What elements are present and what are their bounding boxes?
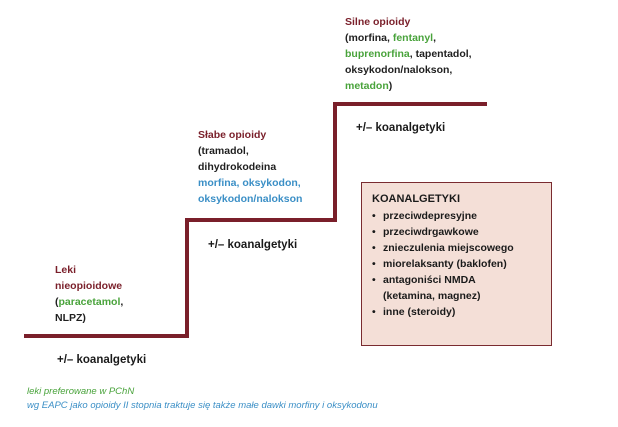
koanalgetyki-list: przeciwdepresyjne przeciwdrgawkowe zniec… bbox=[372, 208, 551, 320]
list-item: inne (steroidy) bbox=[372, 304, 551, 320]
buprenorfina-drug: buprenorfina bbox=[345, 48, 410, 60]
adjuvant-label-step3: +/– koanalgetyki bbox=[356, 122, 446, 134]
paracetamol-drug: paracetamol bbox=[58, 296, 121, 308]
list-item: przeciwdrgawkowe bbox=[372, 224, 551, 240]
fentanyl-drug: fentanyl bbox=[392, 32, 434, 44]
footnote-eapc: wg EAPC jako opioidy II stopnia traktuje… bbox=[27, 400, 378, 411]
step3-drug-line1: (morfina, fentanyl, bbox=[345, 30, 472, 46]
list-item: przeciwdepresyjne bbox=[372, 208, 551, 224]
step3-drug-line2: buprenorfina, tapentadol, bbox=[345, 46, 472, 62]
step2-title: Słabe opioidy bbox=[198, 129, 267, 141]
list-item: miorelaksanty (baklofen) bbox=[372, 256, 551, 272]
step1-title-line1: Leki bbox=[55, 264, 77, 276]
step2-drug-line2: dihydrokodeina bbox=[198, 161, 277, 173]
step1-drugs-line1: (paracetamol, bbox=[55, 294, 123, 310]
step3-text: Silne opioidy (morfina, fentanyl, bupren… bbox=[345, 14, 472, 94]
step1-text: Leki nieopioidowe (paracetamol, NLPZ) bbox=[55, 262, 123, 326]
koanalgetyki-title: KOANALGETYKI bbox=[372, 193, 460, 205]
adjuvant-label-step2: +/– koanalgetyki bbox=[208, 239, 298, 251]
step2-drug-line4: oksykodon/nalokson bbox=[198, 193, 303, 205]
close-paren: ) bbox=[388, 80, 393, 92]
list-item: antagoniści NMDA bbox=[372, 272, 551, 288]
list-item: znieczulenia miejscowego bbox=[372, 240, 551, 256]
comma: , bbox=[120, 296, 124, 308]
step3-drug-line3: oksykodon/nalokson, bbox=[345, 64, 453, 76]
list-item-continuation: (ketamina, magnez) bbox=[383, 290, 481, 302]
step2-drug-line3: morfina, oksykodon, bbox=[198, 177, 301, 189]
step3-drug-line4: metadon) bbox=[345, 78, 472, 94]
step3-title: Silne opioidy bbox=[345, 16, 411, 28]
step1-title-line2: nieopioidowe bbox=[55, 280, 123, 292]
comma: , bbox=[433, 32, 437, 44]
step1-drugs-line2: NLPZ) bbox=[55, 312, 86, 324]
morfina-text: (morfina, bbox=[345, 32, 393, 44]
tapentadol-text: , tapentadol, bbox=[409, 48, 472, 60]
step2-drug-line1: (tramadol, bbox=[198, 145, 249, 157]
metadon-drug: metadon bbox=[345, 80, 389, 92]
footnote-preferred: leki preferowane w PChN bbox=[27, 386, 135, 397]
step2-text: Słabe opioidy (tramadol, dihydrokodeina … bbox=[198, 127, 302, 207]
koanalgetyki-box: KOANALGETYKI przeciwdepresyjne przeciwdr… bbox=[361, 182, 552, 346]
adjuvant-label-step1: +/– koanalgetyki bbox=[57, 354, 147, 366]
open-paren: ( bbox=[55, 296, 59, 308]
